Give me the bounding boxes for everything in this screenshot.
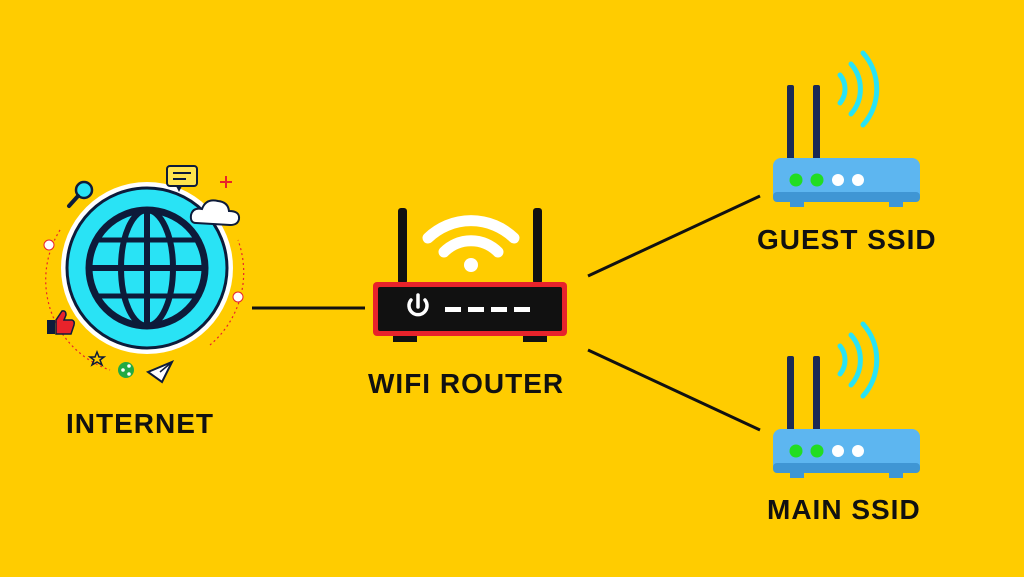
orbit-ring-right bbox=[209, 239, 245, 346]
edge-router-main bbox=[587, 348, 761, 432]
edge-router-guest bbox=[587, 194, 761, 278]
internet-node bbox=[43, 165, 245, 384]
thumbs-up-icon bbox=[47, 310, 75, 335]
wifi-router-icon bbox=[373, 208, 567, 342]
star-icon bbox=[87, 349, 107, 367]
access-point-icon bbox=[773, 321, 920, 478]
chat-bubble-icon bbox=[166, 165, 198, 192]
internet-label: INTERNET bbox=[66, 408, 214, 439]
main-ssid-label: MAIN SSID bbox=[767, 494, 921, 525]
guest-ssid-label: GUEST SSID bbox=[757, 224, 937, 255]
status-lights bbox=[445, 307, 530, 312]
orbit-dot-left bbox=[43, 239, 55, 251]
orbit-dot-right bbox=[232, 291, 244, 303]
ap-signal-icon bbox=[837, 50, 880, 128]
connectors bbox=[252, 194, 761, 432]
magnifier-icon bbox=[67, 180, 94, 208]
paper-plane-icon bbox=[145, 360, 175, 384]
cloud-icon bbox=[189, 199, 241, 227]
globe-icon bbox=[65, 186, 229, 350]
power-icon bbox=[407, 293, 429, 317]
access-point-icon bbox=[773, 50, 920, 207]
plus-icon bbox=[220, 176, 232, 188]
orbit-ring bbox=[45, 229, 111, 371]
wifi-signal-icon bbox=[422, 215, 520, 272]
wifi-router-label: WIFI ROUTER bbox=[368, 368, 565, 399]
ap-signal-icon bbox=[837, 321, 880, 399]
share-icon bbox=[118, 362, 134, 378]
